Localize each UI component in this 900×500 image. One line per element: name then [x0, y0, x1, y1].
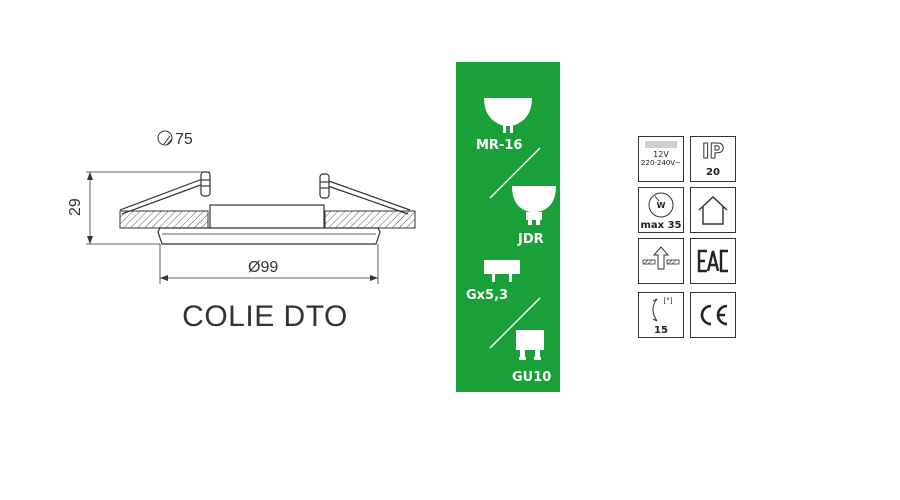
mounting-surface-badge [638, 238, 684, 284]
indoor-use-badge [690, 187, 736, 233]
lamp-label-gx53: Gx5,3 [466, 288, 509, 303]
house-icon [698, 196, 728, 225]
ceiling-left [119, 210, 209, 229]
separator [489, 297, 541, 349]
technical-drawing: 75 29 Ø99 [67, 130, 416, 284]
eac-mark-icon [697, 249, 728, 273]
cutout-symbol-icon [157, 130, 173, 146]
lamp-wattage-icon [648, 192, 674, 218]
tilt-unit: [°] [663, 297, 673, 305]
left-spring-clip [119, 171, 211, 215]
mr16-lamp-icon [484, 98, 532, 133]
voltage-high: 220-240V~ [641, 159, 681, 167]
jdr-lamp-icon [512, 186, 556, 225]
right-spring-clip [319, 173, 411, 215]
voltage-low: 12V [653, 150, 669, 159]
cutout-label: 75 [175, 131, 193, 148]
diameter-dimension [159, 244, 379, 284]
lamp-label-jdr: JDR [518, 232, 544, 247]
ce-badge [690, 292, 736, 338]
ip-rating-badge: IP 20 [690, 136, 736, 182]
lamp-label-mr16: MR-16 [476, 138, 523, 153]
lamp-compatibility-panel: MR-16 JDR Gx5,3 GU10 [456, 62, 560, 392]
lamp-housing [209, 204, 325, 230]
lamp-label-gu10: GU10 [512, 370, 552, 385]
height-label: 29 [67, 198, 84, 216]
gx53-socket-icon [484, 260, 520, 282]
diameter-label: Ø99 [248, 259, 278, 276]
tilt-value: 15 [654, 325, 668, 336]
ip-rating: 20 [706, 167, 720, 178]
separator [489, 147, 541, 199]
gu10-socket-icon [516, 330, 544, 360]
ceiling-right [324, 210, 416, 229]
ce-mark-icon [700, 304, 728, 326]
mounting-surface-icon [642, 246, 680, 270]
voltage-bar-icon [645, 141, 677, 148]
product-name: COLIE DTO [182, 300, 348, 333]
wattage-badge: W max 35 [638, 187, 684, 233]
ip-letters: IP [701, 139, 725, 164]
wattage-value: max 35 [640, 220, 682, 231]
eac-badge [690, 238, 736, 284]
voltage-badge: 12V 220-240V~ [638, 136, 684, 182]
panel-graphics [484, 98, 556, 360]
bezel [157, 227, 381, 245]
tilt-angle-icon [652, 298, 658, 322]
tilt-angle-badge: [°] 15 [638, 292, 684, 338]
height-dimension [86, 171, 210, 245]
wattage-symbol: W [656, 201, 666, 210]
